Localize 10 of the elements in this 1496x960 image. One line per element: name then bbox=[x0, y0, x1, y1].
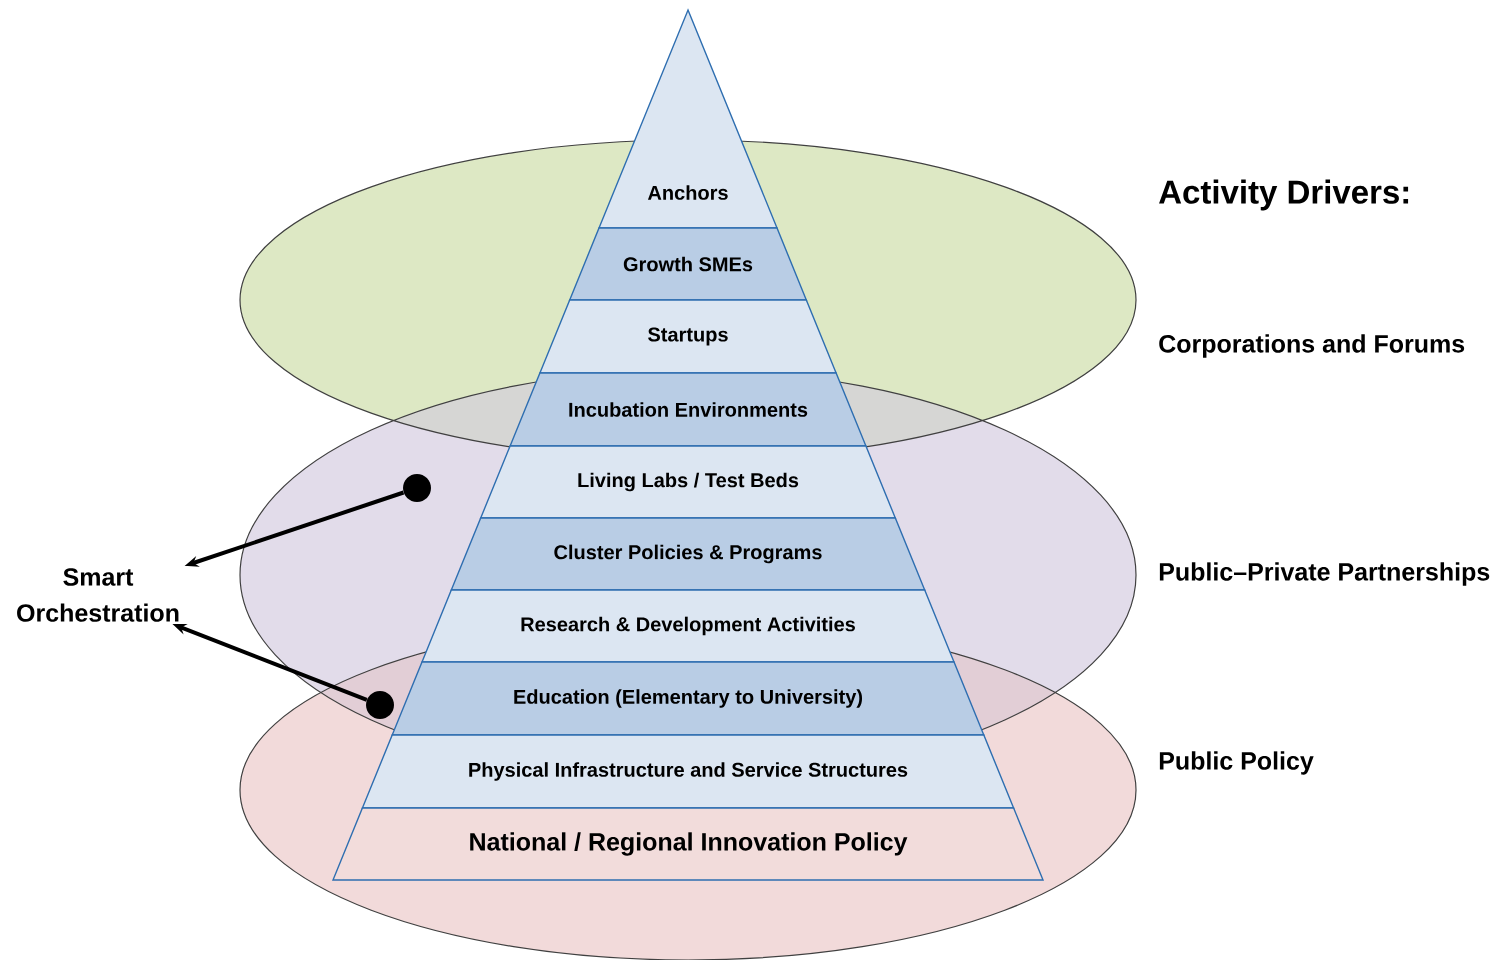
heading: Activity Drivers: bbox=[1159, 179, 1409, 211]
pyramid-layer: Education (Elementary to University) bbox=[391, 661, 985, 736]
dot bbox=[366, 691, 394, 719]
driver-label: Public Policy bbox=[1159, 751, 1314, 775]
pyramid-layer: Cluster Policies & Programs bbox=[450, 517, 926, 591]
driver-label: Public–Private Partnerships bbox=[1159, 562, 1490, 586]
side-label: Smart Orchestration bbox=[17, 568, 179, 622]
driver-label: Corporations and Forums bbox=[1159, 334, 1465, 358]
pyramid-layer: Physical Infrastructure and Service Structures bbox=[361, 734, 1015, 809]
dot bbox=[403, 474, 431, 502]
